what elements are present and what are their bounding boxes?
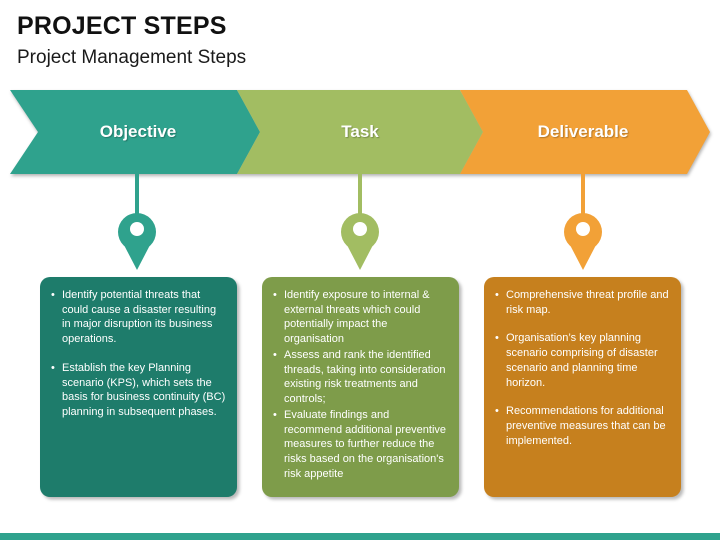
chevron-arrow-task bbox=[237, 90, 483, 174]
page-title: PROJECT STEPS bbox=[17, 12, 227, 40]
map-pin-icon bbox=[564, 213, 602, 270]
chevron-arrow-objective bbox=[10, 90, 260, 174]
bullet-item: Recommendations for additional preventiv… bbox=[492, 404, 671, 448]
connector-line-objective bbox=[135, 172, 139, 218]
connector-line-task bbox=[358, 172, 362, 218]
map-pin-icon bbox=[118, 213, 156, 270]
bullet-item: Comprehensive threat profile and risk ma… bbox=[492, 288, 671, 317]
step-label-deliverable: Deliverable bbox=[537, 122, 629, 141]
detail-box-task: Identify exposure to internal & external… bbox=[262, 277, 459, 497]
bullet-item: Establish the key Planning scenario (KPS… bbox=[48, 361, 227, 420]
detail-box-objective: Identify potential threats that could ca… bbox=[40, 277, 237, 497]
page-subtitle: Project Management Steps bbox=[17, 47, 247, 68]
map-pin-icon bbox=[341, 213, 379, 270]
bullet-item: Identify potential threats that could ca… bbox=[48, 288, 227, 347]
bullet-list: Identify exposure to internal & external… bbox=[270, 288, 449, 482]
bullet-item: Organisation’s key planning scenario com… bbox=[492, 331, 671, 390]
connector-line-deliverable bbox=[581, 172, 585, 218]
bullet-list: Comprehensive threat profile and risk ma… bbox=[492, 288, 671, 449]
bullet-item: Assess and rank the identified threads, … bbox=[270, 348, 449, 407]
bullet-item: Identify exposure to internal & external… bbox=[270, 288, 449, 347]
bullet-item: Evaluate findings and recommend addition… bbox=[270, 408, 449, 482]
bullet-list: Identify potential threats that could ca… bbox=[48, 288, 227, 420]
step-label-objective: Objective bbox=[99, 122, 177, 141]
chevron-arrow-deliverable bbox=[460, 90, 710, 174]
step-label-task: Task bbox=[341, 122, 379, 141]
detail-box-deliverable: Comprehensive threat profile and risk ma… bbox=[484, 277, 681, 497]
footer-accent-bar bbox=[0, 533, 720, 540]
